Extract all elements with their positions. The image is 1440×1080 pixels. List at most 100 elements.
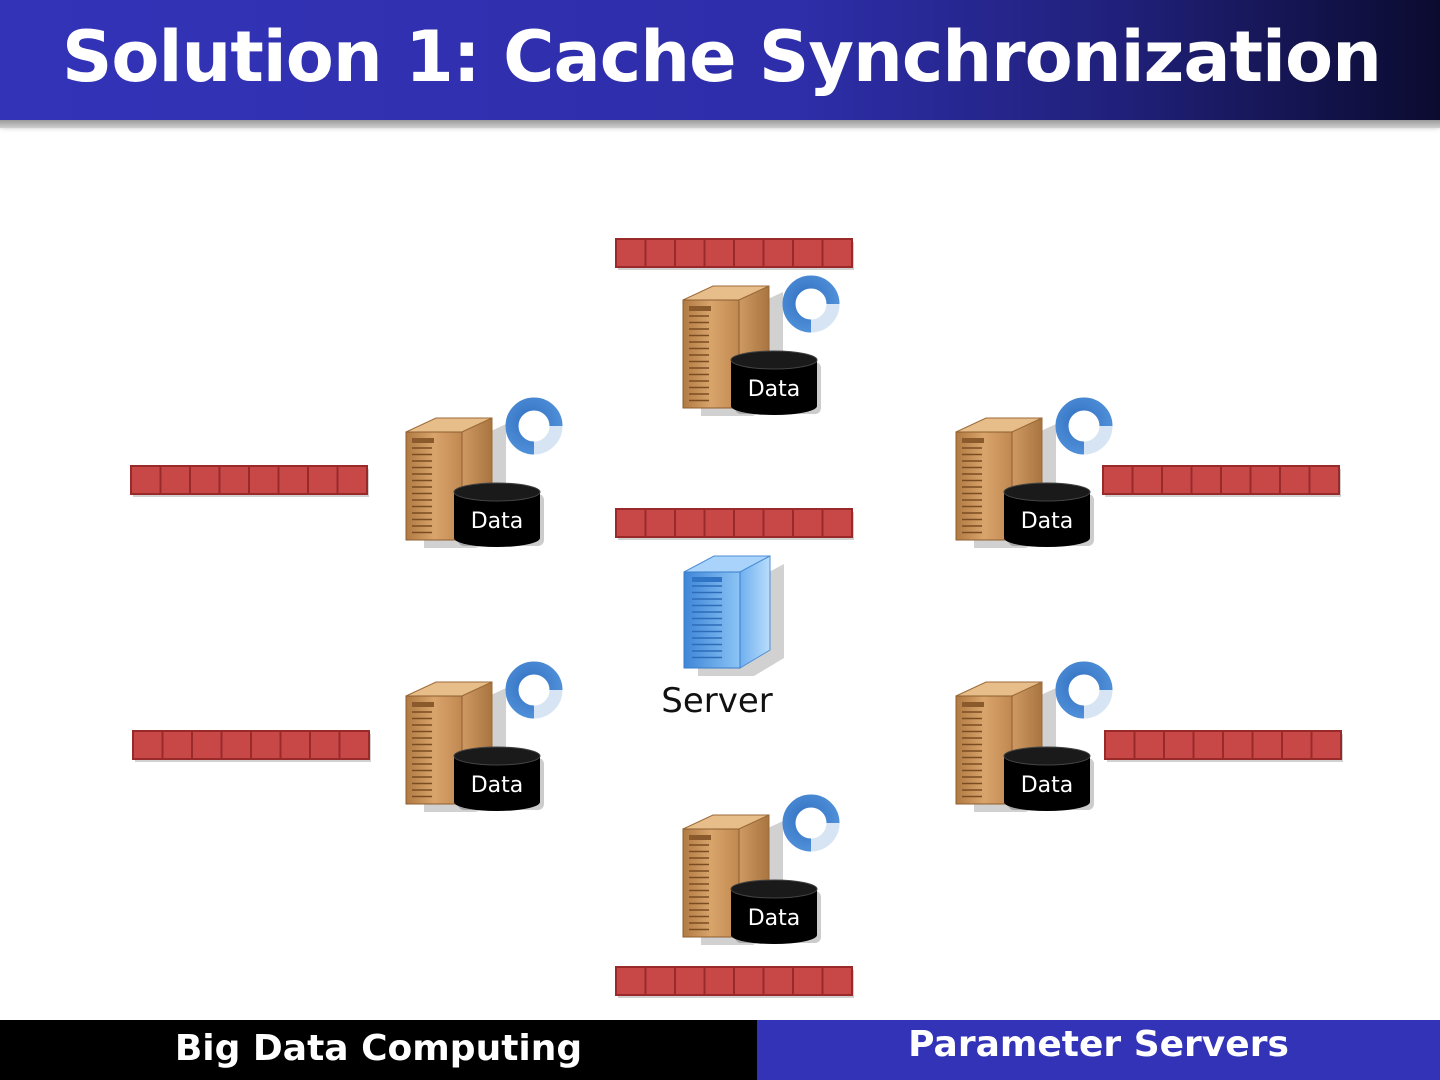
- data-disk-icon: Data: [1003, 746, 1094, 811]
- vector-cell: [220, 730, 252, 760]
- vector-cell: [1163, 730, 1195, 760]
- cache-ring-icon: [1055, 397, 1113, 455]
- vector-cell: [279, 730, 311, 760]
- vector-cell: [733, 966, 765, 996]
- vector-cell: [189, 465, 221, 495]
- vector-cell: [821, 966, 853, 996]
- vector-top: [615, 238, 854, 270]
- vector-cell: [703, 238, 735, 268]
- vector-cell: [250, 730, 282, 760]
- vector-cell: [1310, 730, 1342, 760]
- vector-cell: [161, 730, 193, 760]
- vector-cell: [1222, 730, 1254, 760]
- vector-cell: [674, 966, 706, 996]
- vector-cell: [307, 465, 339, 495]
- vector-cell: [1308, 465, 1340, 495]
- vector-upper-right: [1102, 465, 1341, 497]
- data-label: Data: [1021, 509, 1074, 534]
- vector-cell: [277, 465, 309, 495]
- worker-upper-left: Data: [405, 397, 563, 548]
- worker-machine-icon: [955, 431, 1013, 541]
- worker-machine-icon: [405, 431, 463, 541]
- vector-cell: [159, 465, 191, 495]
- vector-cell: [1102, 465, 1134, 495]
- footer-topic: Parameter Servers: [757, 1020, 1440, 1080]
- worker-machine-icon: [955, 695, 1013, 805]
- vector-bottom: [615, 966, 854, 998]
- vector-cell: [703, 508, 735, 538]
- vector-cell: [248, 465, 280, 495]
- vector-cell: [1220, 465, 1252, 495]
- cache-ring-icon: [1055, 661, 1113, 719]
- parameter-server-diagram: Data Data Data Data Data Data Server: [130, 238, 1343, 998]
- worker-bottom: Data: [682, 794, 840, 945]
- vector-cell: [821, 508, 853, 538]
- vector-cell: [1251, 730, 1283, 760]
- vector-upper-left: [130, 465, 369, 497]
- worker-lower-left: Data: [405, 661, 563, 812]
- vector-cell: [615, 238, 647, 268]
- vector-cell: [644, 966, 676, 996]
- vector-cell: [1161, 465, 1193, 495]
- cache-ring-icon: [505, 397, 563, 455]
- worker-top: Data: [682, 275, 840, 416]
- vector-cell: [218, 465, 250, 495]
- vector-cell: [132, 730, 164, 760]
- data-disk-icon: Data: [730, 350, 821, 415]
- vector-cell: [130, 465, 162, 495]
- vector-cell: [644, 238, 676, 268]
- vector-cell: [733, 508, 765, 538]
- vector-cell: [703, 966, 735, 996]
- vector-cell: [1190, 465, 1222, 495]
- vector-cell: [338, 730, 370, 760]
- vector-cell: [762, 508, 794, 538]
- vector-cell: [1104, 730, 1136, 760]
- vector-cell: [1133, 730, 1165, 760]
- vector-lower-right: [1104, 730, 1343, 762]
- vector-cell: [615, 508, 647, 538]
- worker-lower-right: Data: [955, 661, 1113, 812]
- data-label: Data: [748, 377, 801, 402]
- vector-cell: [674, 508, 706, 538]
- data-disk-icon: Data: [1003, 482, 1094, 547]
- worker-upper-right: Data: [955, 397, 1113, 548]
- data-disk-icon: Data: [730, 879, 821, 944]
- vector-cell: [733, 238, 765, 268]
- vector-cell: [1281, 730, 1313, 760]
- vector-cell: [792, 508, 824, 538]
- title-underline: [0, 120, 1440, 128]
- data-label: Data: [471, 773, 524, 798]
- vector-cell: [762, 966, 794, 996]
- worker-machine-icon: [405, 695, 463, 805]
- footer-course: Big Data Computing: [0, 1020, 757, 1080]
- worker-machine-icon: [682, 828, 740, 938]
- slide-title: Solution 1: Cache Synchronization: [62, 16, 1382, 98]
- cache-ring-icon: [782, 794, 840, 852]
- vector-cell: [1279, 465, 1311, 495]
- vector-cell: [615, 966, 647, 996]
- vector-cell: [644, 508, 676, 538]
- data-label: Data: [1021, 773, 1074, 798]
- vector-cell: [762, 238, 794, 268]
- data-disk-icon: Data: [453, 482, 544, 547]
- vector-cell: [792, 238, 824, 268]
- cache-ring-icon: [505, 661, 563, 719]
- vector-cell: [309, 730, 341, 760]
- cache-ring-icon: [782, 275, 840, 333]
- server-node: Server: [661, 555, 784, 721]
- vector-cell: [674, 238, 706, 268]
- vector-server: [615, 508, 854, 540]
- data-label: Data: [471, 509, 524, 534]
- vector-cell: [191, 730, 223, 760]
- vector-cell: [336, 465, 368, 495]
- footer-course-text: Big Data Computing: [174, 1028, 583, 1069]
- data-label: Data: [748, 906, 801, 931]
- vector-cell: [792, 966, 824, 996]
- vector-cell: [1192, 730, 1224, 760]
- server-label: Server: [661, 681, 773, 721]
- vector-cell: [1249, 465, 1281, 495]
- footer-topic-text: Parameter Servers: [908, 1024, 1289, 1065]
- vector-lower-left: [132, 730, 371, 762]
- worker-machine-icon: [682, 299, 740, 409]
- vector-cell: [1131, 465, 1163, 495]
